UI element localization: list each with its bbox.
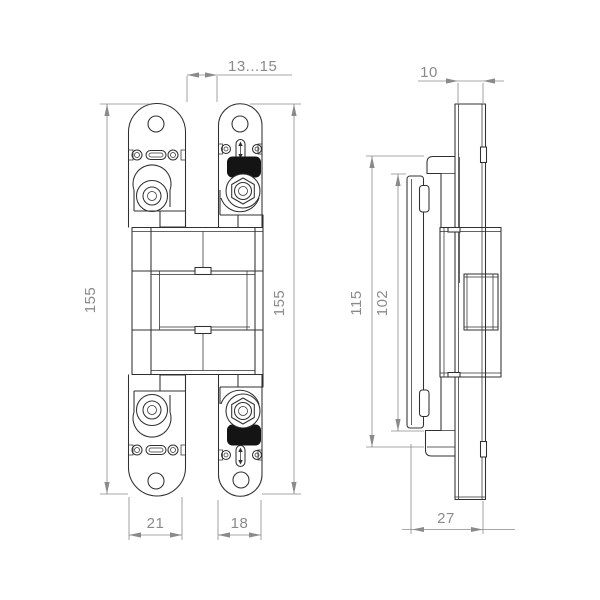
upper-bracket: [426, 155, 455, 228]
top-bore-hole: [231, 115, 249, 133]
dim-label-thickness: 10: [420, 64, 438, 81]
left-plate-lower-screws: [128, 444, 186, 456]
dim-label-height-right: 155: [271, 290, 288, 317]
clip-top: [479, 146, 488, 164]
right-plate-upper-cam: [219, 156, 264, 229]
left-plate-upper-screws: [128, 149, 186, 161]
dim-gap: 13...15: [186, 58, 292, 102]
dim-height-left: 155: [82, 103, 150, 495]
dim-right-plate-width: 18: [217, 500, 262, 540]
frame-clip-top: [418, 184, 430, 213]
frame-side-plate: [406, 175, 430, 429]
dim-label-height-left: 155: [82, 287, 99, 314]
dimensions: 13...15 10 155 155 115: [82, 58, 515, 540]
right-plate-lower-cam: [219, 373, 264, 446]
dim-depth: 27: [402, 444, 515, 534]
clip-bottom: [479, 440, 488, 458]
knuckle: [463, 273, 499, 331]
side-view: [406, 103, 502, 501]
door-leaf-plate: [454, 103, 488, 501]
hinge-body-side: [439, 226, 502, 378]
right-mounting-plate: [217, 103, 264, 497]
bottom-bore-hole: [232, 471, 250, 489]
dim-label-gap: 13...15: [228, 58, 277, 75]
left-mounting-plate: [127, 103, 187, 497]
dim-label-frame-plate-height: 102: [374, 290, 391, 317]
top-bore-hole: [147, 115, 165, 133]
left-plate-upper-adjuster: [132, 164, 187, 228]
lower-bracket: [424, 377, 455, 457]
link-pin-top: [194, 266, 212, 276]
dim-label-left-plate-width: 21: [147, 515, 165, 532]
dim-frame-plate-height: 102: [374, 173, 424, 432]
right-plate-lower-screws: [218, 444, 263, 468]
dim-left-plate-width: 21: [128, 497, 183, 540]
bottom-bore-hole: [147, 472, 165, 490]
dim-height-right: 155: [250, 103, 301, 495]
right-plate-upper-screws: [218, 138, 263, 162]
front-view: [127, 103, 264, 497]
dim-thickness: 10: [418, 64, 504, 103]
link-pin-bottom: [194, 325, 212, 335]
dim-label-frame-part-height: 115: [348, 290, 365, 315]
dim-frame-part-height: 115: [348, 155, 424, 448]
hinge-body: [131, 226, 264, 376]
frame-clip-bottom: [418, 389, 430, 418]
dim-label-right-plate-width: 18: [231, 515, 249, 532]
dim-label-depth: 27: [437, 510, 455, 527]
